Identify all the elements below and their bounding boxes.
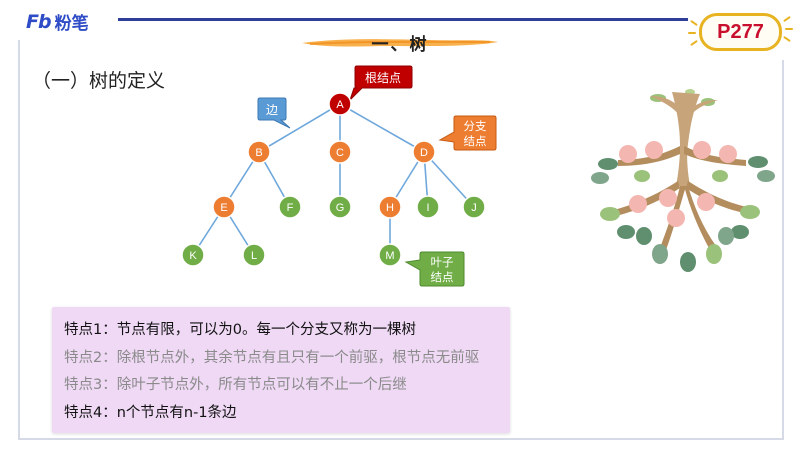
callout-leaf-node: 叶子 结点: [404, 251, 465, 287]
badge-spark-icon: [688, 32, 696, 34]
tree-node-g: G: [328, 195, 352, 219]
brand-logo: Fb 粉笔: [26, 9, 89, 35]
callout-root: 根结点: [349, 65, 413, 101]
tree-node-h-label: H: [386, 202, 394, 214]
frame-bottom-border: [18, 438, 784, 440]
tree-node-e: E: [212, 195, 236, 219]
tree-node-m: M: [378, 243, 402, 267]
page-title: 一、树: [371, 35, 429, 55]
feature-3: 特点3：除叶子节点外，所有节点可以有不止一个后继: [64, 377, 407, 393]
tree-node-f: F: [278, 195, 302, 219]
feature-4: 特点4：n个节点有n-1条边: [64, 404, 237, 421]
tree-node-i: I: [416, 195, 440, 219]
tree-node-k-label: K: [189, 250, 197, 262]
page-number: P277: [717, 20, 764, 43]
tree-node-b-label: B: [255, 147, 262, 159]
logo-mark: Fb: [26, 10, 52, 33]
callout-root-label: 根结点: [365, 71, 401, 85]
slide-frame: [18, 10, 784, 440]
section-heading: （一）树的定义: [32, 70, 166, 92]
tree-node-f-label: F: [287, 202, 294, 214]
callout-edge: 边: [257, 97, 291, 129]
callout-branch-label-line2: 结点: [464, 134, 487, 148]
tree-node-i-label: I: [426, 202, 429, 214]
tree-node-c: C: [328, 140, 352, 164]
tree-node-k: K: [181, 243, 205, 267]
feature-2: 特点2：除根节点外，其余节点有且只有一个前驱，根节点无前驱: [64, 349, 480, 366]
features-panel: 特点1：节点有限，可以为0。每一个分支又称为一棵树 特点2：除根节点外，其余节点…: [52, 307, 510, 433]
tree-node-l-label: L: [251, 250, 257, 262]
tree-node-e-label: E: [220, 202, 227, 214]
page-number-badge: P277: [699, 13, 782, 51]
tree-node-a-label: A: [336, 99, 344, 111]
callout-branch-node: 分支 结点: [438, 115, 497, 151]
edge-d-j: [423, 151, 475, 208]
callout-leaf-label-line2: 结点: [431, 270, 454, 284]
badge-spark-icon: [785, 28, 793, 30]
tree-node-c-label: C: [336, 147, 344, 159]
title-brush-stroke: [302, 39, 498, 47]
tree-nodes: A B C D E F G H I J K L M: [181, 92, 486, 267]
tree-node-b: B: [247, 140, 271, 164]
callout-branch-label-line1: 分支: [464, 119, 487, 133]
frame-right-border: [782, 60, 784, 440]
tree-node-h: H: [378, 195, 402, 219]
inverted-tree-illustration: [591, 89, 775, 272]
edge-a-b: [258, 103, 341, 153]
callout-edge-label: 边: [266, 103, 278, 117]
edge-a-d: [339, 103, 425, 153]
frame-left-border: [18, 40, 20, 440]
tree-node-j-label: J: [471, 202, 477, 214]
tree-node-l: L: [242, 243, 266, 267]
tree-node-d-label: D: [420, 147, 428, 159]
tree-edges: [192, 103, 475, 256]
tree-node-g-label: G: [336, 202, 345, 214]
header-rule: [118, 18, 688, 21]
feature-1: 特点1：节点有限，可以为0。每一个分支又称为一棵树: [64, 322, 416, 338]
title-block: 一、树: [300, 28, 500, 55]
tree-node-d: D: [412, 140, 436, 164]
tree-node-a: A: [328, 92, 352, 116]
logo-text: 粉笔: [54, 14, 89, 34]
tree-node-m-label: M: [385, 250, 394, 262]
callout-leaf-label-line1: 叶子: [431, 255, 454, 269]
tree-node-j: J: [462, 195, 486, 219]
